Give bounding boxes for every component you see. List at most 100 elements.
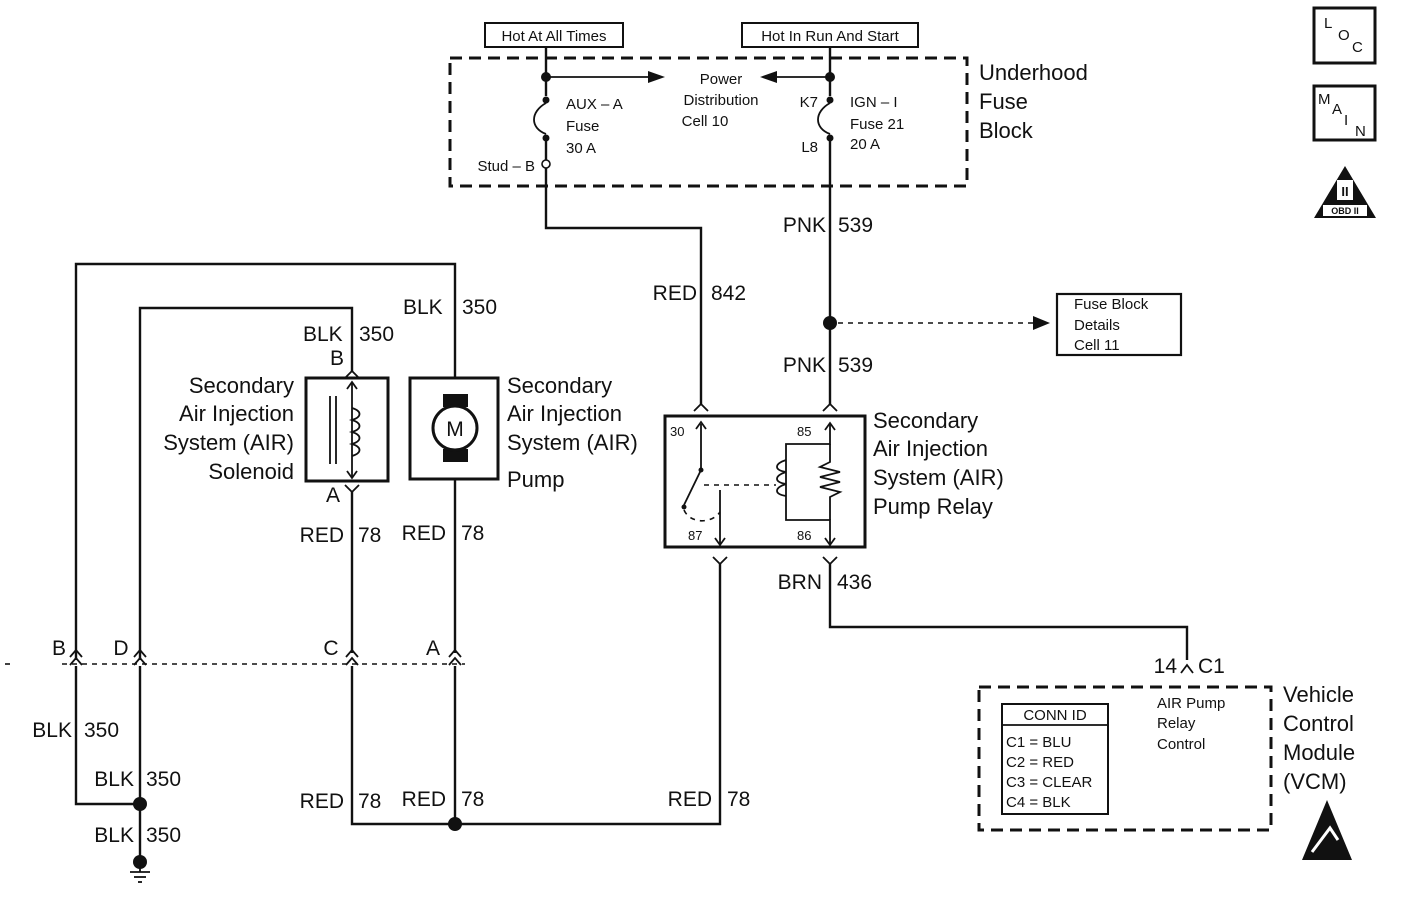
pump-motor-icon: [431, 404, 479, 452]
connector-pin-a: A: [426, 637, 462, 666]
svg-text:Pump: Pump: [507, 467, 564, 492]
red-78-c-circuit: 78: [358, 790, 381, 813]
hot-in-run-and-start-label: Hot In Run And Start: [741, 22, 919, 48]
air-pump: M: [408, 376, 500, 481]
brn-436-color: BRN: [778, 571, 822, 594]
power-distribution-reference: Power Distribution Cell 10: [682, 71, 759, 130]
svg-text:System (AIR): System (AIR): [873, 465, 1004, 490]
loc-reference-icon: L O C: [1312, 6, 1377, 65]
connector-pin-b: B: [52, 637, 83, 666]
svg-text:D: D: [113, 637, 128, 660]
svg-text:II: II: [1341, 184, 1348, 199]
relay-coil-icon: [776, 459, 787, 497]
blk-350-ground-color: BLK: [94, 824, 134, 847]
relay-pin-85: 85: [797, 424, 811, 439]
esd-warning-icon: [1302, 800, 1352, 860]
svg-text:Block: Block: [979, 118, 1034, 143]
air-pump-relay: 30 85 87 86: [663, 402, 867, 549]
svg-text:Pump Relay: Pump Relay: [873, 494, 993, 519]
connector-pin-c: C: [323, 637, 359, 666]
k7-terminal-label: K7: [800, 94, 818, 111]
conn-id-row: C4 = BLK: [1006, 794, 1071, 811]
svg-text:M: M: [1318, 91, 1331, 108]
air-solenoid: [304, 376, 390, 483]
red-78-a-circuit: 78: [461, 788, 484, 811]
svg-text:Relay: Relay: [1157, 715, 1196, 732]
conn-id-row: C2 = RED: [1006, 754, 1074, 771]
pnk-539-lower-circuit: 539: [838, 354, 873, 377]
relay-pin-86: 86: [797, 528, 811, 543]
svg-text:Air Injection: Air Injection: [179, 401, 294, 426]
solenoid-coil-icon: [348, 407, 361, 457]
svg-text:Cell 10: Cell 10: [682, 113, 729, 130]
svg-text:B: B: [52, 637, 66, 660]
stud-b-label: Stud – B: [477, 158, 535, 175]
underhood-fuse-block-title: Underhood Fuse Block: [979, 60, 1088, 143]
relay-resistor-icon: [817, 444, 843, 520]
vcm-connector-c1: C1: [1198, 655, 1225, 678]
conn-id-row: C1 = BLU: [1006, 734, 1071, 751]
blk-350-pump-color: BLK: [403, 296, 443, 319]
solenoid-title: Secondary Air Injection System (AIR) Sol…: [163, 373, 294, 484]
red-78-a-color: RED: [402, 788, 446, 811]
red-842-color: RED: [653, 282, 697, 305]
conn-id-title: CONN ID: [1023, 707, 1087, 724]
svg-text:Cell 11: Cell 11: [1074, 337, 1120, 354]
svg-text:Secondary: Secondary: [873, 408, 978, 433]
aux-fuse-rating: 30 A: [566, 140, 596, 157]
svg-text:Details: Details: [1074, 317, 1120, 334]
svg-text:Secondary: Secondary: [507, 373, 612, 398]
aux-fuse-type: Fuse: [566, 118, 599, 135]
main-reference-icon: M A I N: [1312, 84, 1377, 142]
ground-splice: [133, 797, 147, 811]
blk-350-ground-circuit: 350: [146, 824, 181, 847]
blk-350-d-circuit: 350: [146, 768, 181, 791]
solenoid-pin-b: B: [330, 347, 344, 370]
red-78-pump-color: RED: [402, 522, 446, 545]
blk-350-b-color: BLK: [32, 719, 72, 742]
svg-text:Control: Control: [1157, 736, 1205, 753]
hot-at-all-times-text: Hot At All Times: [501, 28, 606, 45]
svg-text:N: N: [1355, 123, 1366, 140]
svg-text:AIR Pump: AIR Pump: [1157, 695, 1225, 712]
vcm-signal-label: AIR Pump Relay Control: [1157, 695, 1225, 753]
relay-title: Secondary Air Injection System (AIR) Pum…: [873, 408, 1004, 519]
svg-text:C: C: [1352, 39, 1363, 56]
hot-in-run-and-start-text: Hot In Run And Start: [761, 28, 899, 45]
vcm-outline: [977, 685, 1273, 832]
svg-text:A: A: [1332, 101, 1342, 118]
l8-terminal-label: L8: [801, 139, 818, 156]
svg-text:Fuse Block: Fuse Block: [1074, 296, 1149, 313]
blk-350-d-color: BLK: [94, 768, 134, 791]
conn-id-table: CONN ID C1 = BLU C2 = RED C3 = CLEAR C4 …: [1001, 703, 1109, 815]
pnk-539-upper-circuit: 539: [838, 214, 873, 237]
blk-350-solenoid-circuit: 350: [359, 323, 394, 346]
red-78-solenoid-circuit: 78: [358, 524, 381, 547]
pump-title: Secondary Air Injection System (AIR) Pum…: [507, 373, 638, 492]
svg-text:O: O: [1338, 27, 1350, 44]
svg-text:Distribution: Distribution: [683, 92, 758, 109]
red-78-relay-color: RED: [668, 788, 712, 811]
vcm-title: Vehicle Control Module (VCM): [1283, 682, 1355, 794]
blk-350-b-circuit: 350: [84, 719, 119, 742]
blk-350-solenoid-color: BLK: [303, 323, 343, 346]
relay-pin-87: 87: [688, 528, 702, 543]
stud-b-terminal: [541, 159, 551, 169]
obd-ii-icon: II OBD II: [1314, 166, 1376, 218]
red-78-splice: [448, 817, 462, 831]
svg-text:A: A: [426, 637, 440, 660]
aux-fuse-name: AUX – A: [566, 96, 623, 113]
pnk-539-splice: [823, 316, 837, 330]
svg-text:Solenoid: Solenoid: [208, 459, 294, 484]
red-78-solenoid-color: RED: [300, 524, 344, 547]
fuse-block-details-reference: Fuse Block Details Cell 11: [1055, 292, 1183, 357]
underhood-fuse-block-outline: [448, 56, 969, 188]
pnk-539-lower-color: PNK: [783, 354, 826, 377]
conn-id-row: C3 = CLEAR: [1006, 774, 1092, 791]
svg-text:Fuse: Fuse: [979, 89, 1028, 114]
svg-text:Air Injection: Air Injection: [507, 401, 622, 426]
ign-fuse-type: Fuse 21: [850, 116, 904, 133]
relay-pin-30: 30: [670, 424, 684, 439]
aux-a-fuse-icon: [533, 96, 550, 142]
